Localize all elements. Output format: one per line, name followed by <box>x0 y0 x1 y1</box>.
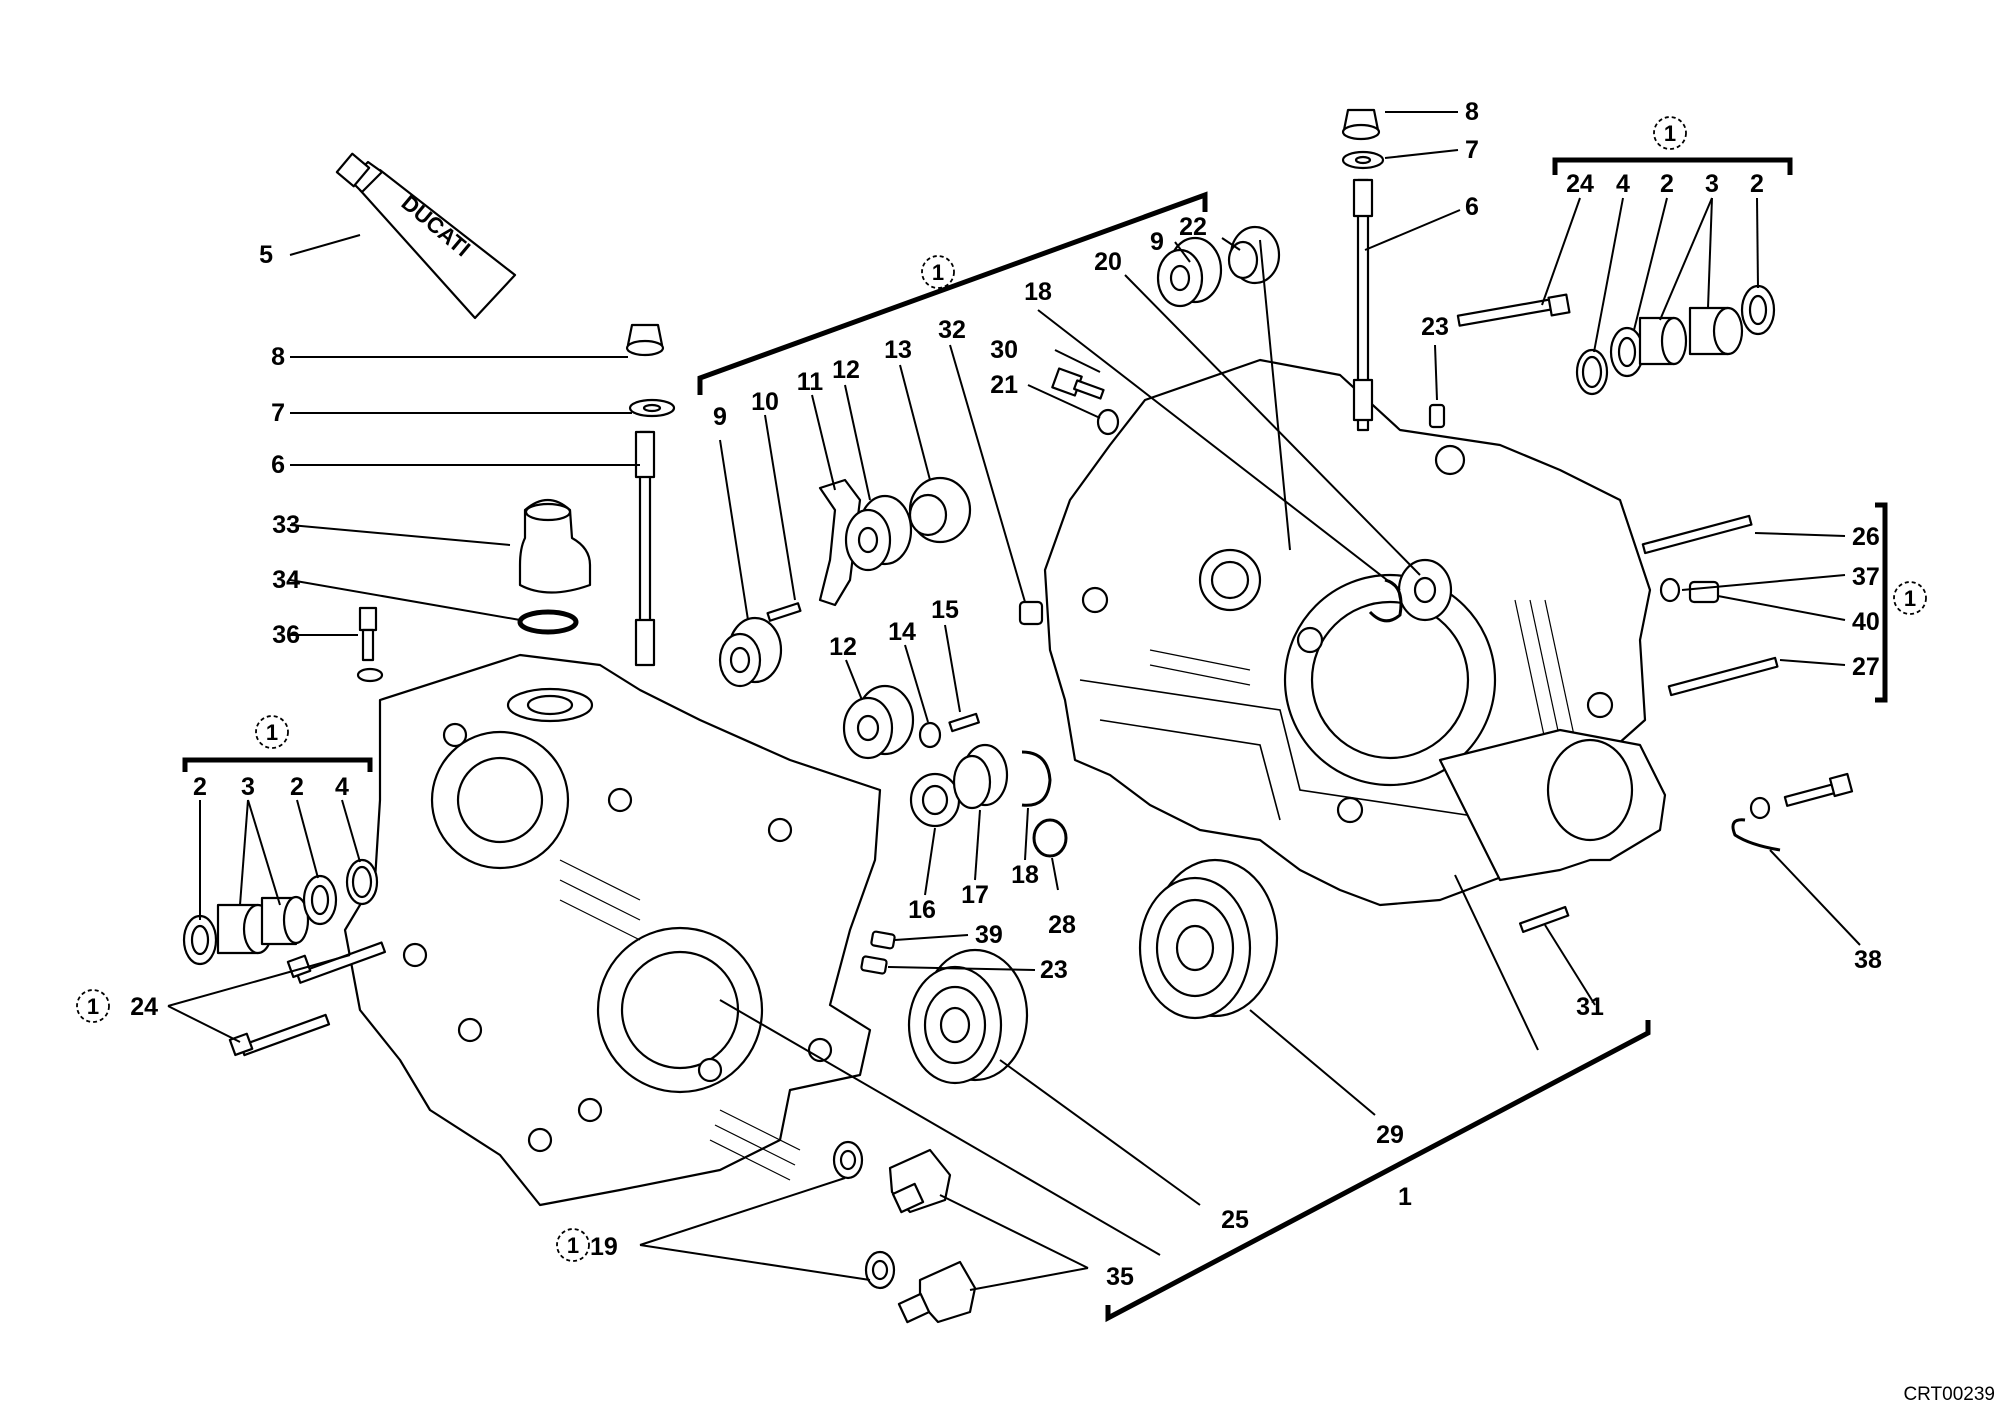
callout-27: 27 <box>1852 653 1880 681</box>
right-bearing-stack <box>1456 284 1776 396</box>
right-crankcase-half <box>1043 358 1667 907</box>
callout-35: 35 <box>1106 1263 1134 1291</box>
callout-37: 37 <box>1852 563 1880 591</box>
callout-6-right: 6 <box>1465 193 1479 221</box>
left-crankcase-half <box>343 653 882 1207</box>
right-bolts <box>1518 514 1854 934</box>
callout-38: 38 <box>1854 946 1882 974</box>
bracket-top-center <box>697 191 1208 395</box>
callout-4-right: 4 <box>1616 170 1630 198</box>
drawing-code: CRT00239 <box>1903 1384 1995 1405</box>
callout-18-upper: 18 <box>1024 278 1052 306</box>
callout-1: 1 <box>1398 1183 1412 1211</box>
callout-10: 10 <box>751 388 779 416</box>
callout-17: 17 <box>961 881 989 909</box>
callout-22: 22 <box>1179 213 1207 241</box>
callout-6-left: 6 <box>271 451 285 479</box>
callout-8-left: 8 <box>271 343 285 371</box>
callout-3-left: 3 <box>241 773 255 801</box>
callout-33: 33 <box>272 511 300 539</box>
callout-11: 11 <box>797 368 824 396</box>
bracket-left <box>182 757 373 772</box>
callout-13: 13 <box>884 336 912 364</box>
callout-numbers: 5 8 7 6 33 34 36 2 3 2 4 24 9 10 11 12 1… <box>130 98 1882 1291</box>
callout-8-right: 8 <box>1465 98 1479 126</box>
bracket-bottom <box>1105 1020 1651 1323</box>
callout-24-left: 24 <box>130 993 158 1021</box>
callout-7-right: 7 <box>1465 136 1479 164</box>
callout-31: 31 <box>1576 993 1604 1021</box>
bracket-right-bolts <box>1875 502 1888 703</box>
kit-tag-washer-19: 1 <box>567 1233 579 1258</box>
leader-lines <box>167 111 1861 1291</box>
kit-reference-tags: 1 1 1 1 1 1 <box>76 116 1927 1262</box>
callout-14: 14 <box>888 618 916 646</box>
callout-28: 28 <box>1048 911 1076 939</box>
callout-12-lower: 12 <box>829 633 857 661</box>
callout-24-right: 24 <box>1566 170 1594 198</box>
callout-18-lower: 18 <box>1011 861 1039 889</box>
kit-tag-top-right: 1 <box>1664 121 1676 146</box>
callout-30: 30 <box>990 336 1018 364</box>
callout-36: 36 <box>272 621 300 649</box>
callout-9-center: 9 <box>713 403 727 431</box>
kit-tag-bolt-24: 1 <box>87 994 99 1019</box>
lower-parts <box>832 818 1279 1324</box>
right-stud-stack <box>1341 108 1446 432</box>
callout-29: 29 <box>1376 1121 1404 1149</box>
callout-9-right: 9 <box>1150 228 1164 256</box>
callout-5: 5 <box>259 241 273 269</box>
callout-2-left-a: 2 <box>193 773 207 801</box>
callout-20: 20 <box>1094 248 1122 276</box>
callout-23-upper: 23 <box>1421 313 1449 341</box>
callout-34: 34 <box>272 566 300 594</box>
callout-2-right-b: 2 <box>1750 170 1764 198</box>
callout-7-left: 7 <box>271 399 285 427</box>
callout-12-upper: 12 <box>832 356 860 384</box>
callout-3-right: 3 <box>1705 170 1719 198</box>
left-bearing-stack <box>182 858 379 966</box>
callout-40: 40 <box>1852 608 1880 636</box>
left-stud-stack <box>356 323 676 683</box>
bracket-top-right <box>1552 157 1793 175</box>
sealant-tube: DUCATI <box>335 152 517 320</box>
callout-39: 39 <box>975 921 1003 949</box>
callout-15: 15 <box>931 596 959 624</box>
kit-tag-top-center: 1 <box>932 260 944 285</box>
callout-4-left: 4 <box>335 773 349 801</box>
callout-16: 16 <box>908 896 936 924</box>
kit-tag-right: 1 <box>1904 586 1916 611</box>
callout-19: 19 <box>590 1233 618 1261</box>
callout-21: 21 <box>990 371 1018 399</box>
callout-23-lower: 23 <box>1040 956 1068 984</box>
callout-2-left-b: 2 <box>290 773 304 801</box>
center-bearing-parts <box>718 476 1052 828</box>
group-brackets <box>182 157 1888 1323</box>
callout-26: 26 <box>1852 523 1880 551</box>
callout-32: 32 <box>938 316 966 344</box>
right-top-bearing-parts <box>1051 225 1453 623</box>
kit-tag-left: 1 <box>266 720 278 745</box>
callout-2-right-a: 2 <box>1660 170 1674 198</box>
callout-25: 25 <box>1221 1206 1249 1234</box>
